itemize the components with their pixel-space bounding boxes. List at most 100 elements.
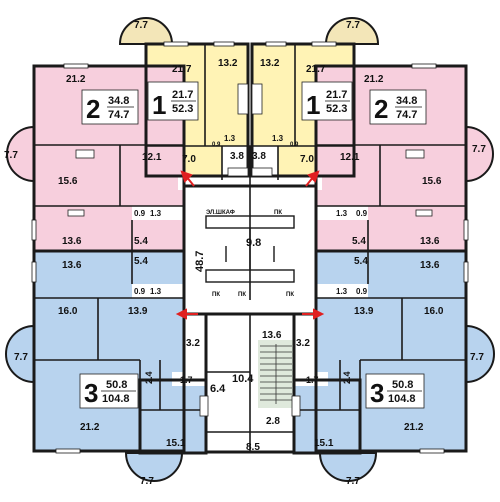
stove-icon — [75, 149, 95, 159]
area-label: 0.9 — [212, 142, 221, 148]
area-label: 12.1 — [142, 152, 162, 163]
area-label: 16.0 — [58, 306, 78, 317]
area-label: 13.9 — [354, 306, 374, 317]
area-label: 5.4 — [134, 256, 148, 267]
plate-total: 104.8 — [102, 393, 130, 405]
area-label: 0.9 — [134, 209, 146, 218]
window — [55, 448, 81, 454]
area-label: 13.9 — [128, 306, 148, 317]
entry-arrows — [175, 170, 325, 320]
white-box-right-bath — [316, 206, 368, 220]
bay-rt — [465, 125, 494, 183]
area-label: 1.3 — [150, 209, 162, 218]
blue-outline-right — [314, 249, 468, 453]
area-label: 0.9 — [134, 287, 146, 296]
area-label: 13.6 — [62, 260, 82, 271]
bay-tl — [118, 17, 174, 45]
bay-br — [318, 452, 378, 482]
plate-rooms: 1 — [152, 90, 166, 120]
area-label: 5.4 — [354, 256, 368, 267]
plate-rooms: 3 — [370, 378, 384, 408]
bathtub-icon — [251, 167, 273, 177]
window — [463, 261, 469, 283]
window — [31, 261, 37, 283]
white-box-left-bath2 — [132, 284, 184, 298]
area-label: 13.2 — [218, 58, 238, 69]
window — [31, 219, 37, 241]
area-label: 2.4 — [144, 371, 154, 384]
plate-p1: 2 34.8 74.7 — [81, 89, 139, 125]
entry-arrow-head — [313, 308, 325, 320]
window — [213, 41, 235, 47]
area-label: 7.7 — [140, 476, 154, 487]
bathtub-icon — [291, 395, 301, 417]
plate-living: 21.7 — [326, 89, 347, 101]
area-label: 7.0 — [182, 154, 196, 165]
bathtub-icon — [199, 395, 209, 417]
area-label: 9.8 — [246, 237, 261, 249]
area-label: 7.7 — [134, 20, 148, 31]
plate-total: 52.3 — [172, 103, 193, 115]
area-label: 6.4 — [210, 383, 226, 395]
plate-living: 34.8 — [396, 95, 417, 107]
white-box-right-bath2 — [316, 284, 368, 298]
area-label: 13.6 — [420, 236, 440, 247]
area-label: 5.4 — [134, 236, 148, 247]
plate-rooms: 1 — [306, 90, 320, 120]
area-label: 1.7 — [180, 375, 193, 385]
plate-rooms: 3 — [84, 378, 98, 408]
area-label: 2.8 — [266, 416, 280, 427]
window — [63, 63, 89, 69]
area-label: 5.4 — [352, 236, 366, 247]
area-label: 7.7 — [346, 20, 360, 31]
windows — [31, 41, 469, 454]
bay-lt — [6, 125, 35, 183]
apartment-plates: 1 21.7 52.3 1 21.7 52.3 2 34.8 74.7 2 34… — [79, 81, 427, 409]
stove-icon — [67, 209, 85, 217]
bay-bl — [124, 452, 184, 482]
plate-b1: 3 50.8 104.8 — [79, 373, 139, 409]
area-label: 7.7 — [472, 144, 486, 155]
stove-icon — [251, 83, 263, 115]
area-label: 21.2 — [80, 422, 100, 433]
blue-apartment-left-tail — [140, 380, 206, 453]
plate-living: 50.8 — [106, 379, 127, 391]
area-label: 1.3 — [150, 287, 162, 296]
window — [163, 41, 189, 47]
stairs — [260, 344, 292, 404]
area-label: 13.6 — [62, 236, 82, 247]
plate-living: 50.8 — [392, 379, 413, 391]
area-label: 1.3 — [272, 134, 284, 143]
area-label: 21.2 — [364, 74, 384, 85]
area-label: 0.9 — [356, 209, 368, 218]
blue-apartment-right-tail — [294, 380, 360, 453]
area-label: 15.6 — [58, 176, 78, 187]
area-label: 3.2 — [296, 338, 310, 349]
entry-arrow-head — [180, 170, 193, 183]
area-label: 1.3 — [336, 287, 348, 296]
area-label: 3.8 — [252, 151, 266, 162]
plate-total: 104.8 — [388, 393, 416, 405]
area-label: 3.8 — [230, 151, 244, 162]
area-label: 16.0 — [424, 306, 444, 317]
bay-tr — [324, 17, 380, 45]
window — [411, 63, 437, 69]
fixtures — [67, 83, 433, 417]
walls — [32, 42, 468, 455]
area-label: 15.1 — [166, 438, 186, 449]
plate-y1: 1 21.7 52.3 — [147, 81, 199, 121]
stove-icon — [415, 209, 433, 217]
area-label: 21.7 — [172, 64, 192, 75]
area-label: 0.9 — [290, 142, 299, 148]
area-label: 7.0 — [300, 154, 314, 165]
area-label: 7.7 — [4, 150, 18, 161]
entry-arrow-head — [175, 308, 187, 320]
area-label: 7.7 — [14, 352, 28, 363]
area-label: 12.1 — [340, 152, 360, 163]
area-label: 7.7 — [346, 476, 360, 487]
area-label: 1.3 — [336, 209, 348, 218]
area-label: 13.6 — [420, 260, 440, 271]
window — [265, 41, 287, 47]
area-label: 21.2 — [66, 74, 86, 85]
